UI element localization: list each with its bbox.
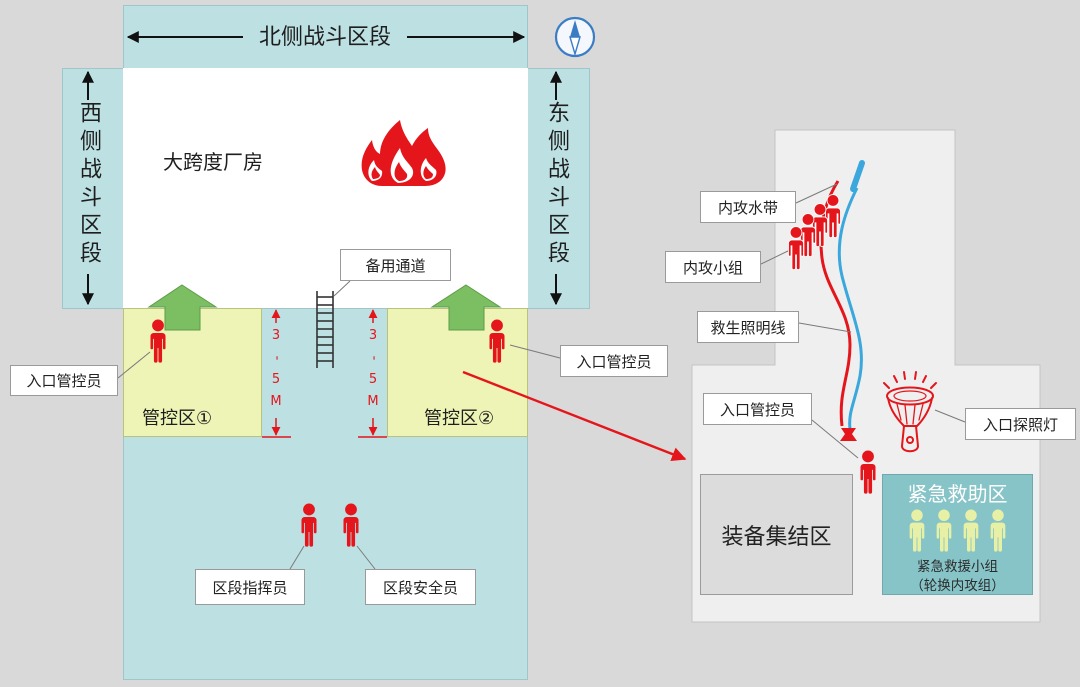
rescue-person-icon xyxy=(959,509,983,552)
dimension-label-left: 3 - 5 M xyxy=(269,325,284,413)
rescue-area: 紧急救助区 紧急救援小组 （轮换内攻组） xyxy=(882,474,1033,595)
dimension-char: 3 xyxy=(271,328,281,343)
entry-controller-right-label: 入口管控员 xyxy=(560,345,668,377)
nozzle-icon xyxy=(850,160,865,192)
rescue-team-note: （轮换内攻组） xyxy=(910,578,1005,594)
rescue-team-label: 紧急救援小组 xyxy=(917,559,998,575)
dimension-char: M xyxy=(367,394,379,409)
west-sector-label: 西侧战斗区段 xyxy=(76,101,101,269)
spare-passage-label: 备用通道 xyxy=(340,249,451,281)
large-span-building xyxy=(123,68,528,308)
north-sector-label: 北侧战斗区段 xyxy=(258,25,391,50)
east-sector-strip xyxy=(527,68,590,309)
leader-entry-controller-detail xyxy=(811,419,859,459)
control-zone-1-label: 管控区① xyxy=(142,408,213,429)
attack-team-label: 内攻小组 xyxy=(665,251,761,283)
dimension-char: 5 xyxy=(271,372,281,387)
dimension-char: - xyxy=(365,355,381,361)
dimension-char: 5 xyxy=(368,372,378,387)
searchlight-icon xyxy=(883,371,937,453)
staging-area-label: 装备集结区 xyxy=(721,524,832,550)
compass-icon xyxy=(554,16,596,58)
sector-commander-person-icon xyxy=(298,503,320,547)
leader-lifeline xyxy=(798,322,852,333)
dimension-char: 3 xyxy=(368,328,378,343)
dimension-char: M xyxy=(270,394,282,409)
sector-commander-label: 区段指挥员 xyxy=(195,569,305,605)
attack-team-person-icon xyxy=(785,226,807,270)
rescue-person-icon xyxy=(932,509,956,552)
control-zone-2-label: 管控区② xyxy=(424,408,495,429)
entry-searchlight-label: 入口探照灯 xyxy=(965,408,1076,440)
rescue-person-icon xyxy=(986,509,1010,552)
building-label: 大跨度厂房 xyxy=(163,150,263,174)
detail-entry-controller-person-icon xyxy=(857,450,879,494)
east-sector-label: 东侧战斗区段 xyxy=(544,101,569,269)
sector-safety-officer-person-icon xyxy=(340,503,362,547)
entry-controller-left-label: 入口管控员 xyxy=(10,365,118,396)
rescue-area-label: 紧急救助区 xyxy=(907,482,1008,506)
west-sector-strip xyxy=(62,68,124,309)
entry-controller-left-person-icon xyxy=(147,319,169,363)
sector-safety-officer-label: 区段安全员 xyxy=(365,569,476,605)
leader-entry-searchlight xyxy=(934,409,966,423)
entry-controller-right-person-icon xyxy=(486,319,508,363)
hose-coupling-icon xyxy=(840,428,857,441)
staging-area: 装备集结区 xyxy=(700,474,853,595)
dimension-label-right: 3 - 5 M xyxy=(366,325,381,413)
attack-hose-label: 内攻水带 xyxy=(700,191,796,223)
rescue-person-icon xyxy=(905,509,929,552)
lifeline-label: 救生照明线 xyxy=(697,311,799,343)
dimension-char: - xyxy=(268,355,284,361)
detail-entry-controller-label: 入口管控员 xyxy=(703,393,812,425)
